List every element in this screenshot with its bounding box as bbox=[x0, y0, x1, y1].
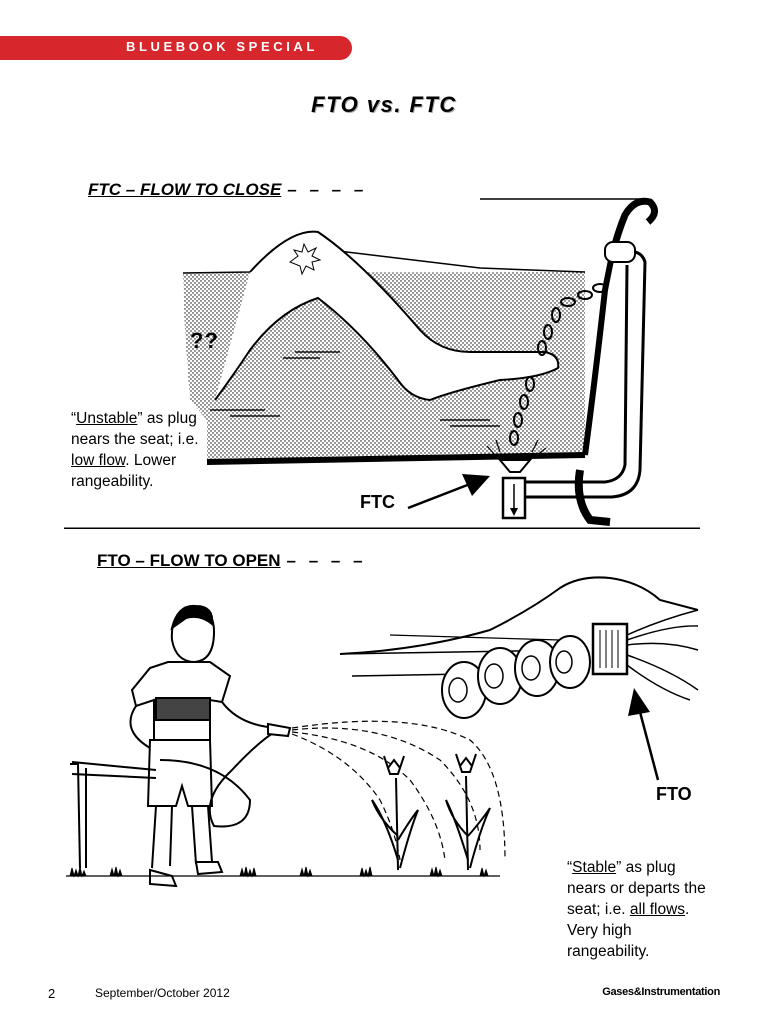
section-banner: BLUEBOOK SPECIAL bbox=[0, 36, 352, 60]
issue-date: September/October 2012 bbox=[95, 986, 230, 1000]
question-marks: ?? bbox=[190, 328, 219, 353]
fto-label: FTO bbox=[656, 784, 692, 804]
page-number: 2 bbox=[48, 986, 56, 1001]
ftc-caption-emphasis: Unstable bbox=[76, 410, 138, 427]
fto-heading-dashes: – – – – bbox=[286, 551, 367, 570]
ftc-caption-quote: “ bbox=[71, 410, 77, 427]
plug-chain bbox=[509, 283, 608, 446]
fto-caption-flows: all flows bbox=[629, 901, 686, 918]
ftc-caption-end: . Lower rangeability. bbox=[71, 452, 177, 490]
ftc-heading-text: FTC – FLOW TO CLOSE bbox=[88, 180, 282, 199]
section-divider bbox=[64, 528, 700, 529]
ftc-caption: “Unstable” as plug nears the seat; i.e. … bbox=[71, 408, 201, 492]
ftc-caption-text: ” as plug nears the seat; i.e. bbox=[71, 410, 199, 448]
fto-caption-text: ” as plug nears or departs the seat; i.e… bbox=[567, 859, 706, 918]
fto-heading-text: FTO – FLOW TO OPEN bbox=[97, 551, 281, 570]
banner-text: BLUEBOOK SPECIAL bbox=[126, 39, 318, 54]
fto-caption-end: . Very high rangeability. bbox=[567, 901, 690, 960]
ftc-heading: FTC – FLOW TO CLOSE – – – – bbox=[88, 180, 367, 200]
fto-caption: “Stable” as plug nears or departs the se… bbox=[567, 857, 717, 962]
publication-name: Gases&Instrumentation bbox=[602, 986, 720, 998]
fto-caption-quote: “ bbox=[567, 859, 573, 876]
ftc-label: FTC bbox=[360, 492, 395, 512]
ftc-caption-flow: low flow bbox=[71, 452, 126, 469]
fto-heading: FTO – FLOW TO OPEN – – – – bbox=[97, 551, 367, 571]
fto-caption-emphasis: Stable bbox=[572, 859, 617, 876]
ftc-heading-dashes: – – – – bbox=[287, 180, 368, 199]
splash-icon bbox=[288, 242, 322, 276]
boy-watering-illustration bbox=[66, 604, 506, 888]
fto-hand-hose-illustration bbox=[339, 576, 699, 719]
page-title: FTO vs. FTC bbox=[311, 92, 457, 117]
